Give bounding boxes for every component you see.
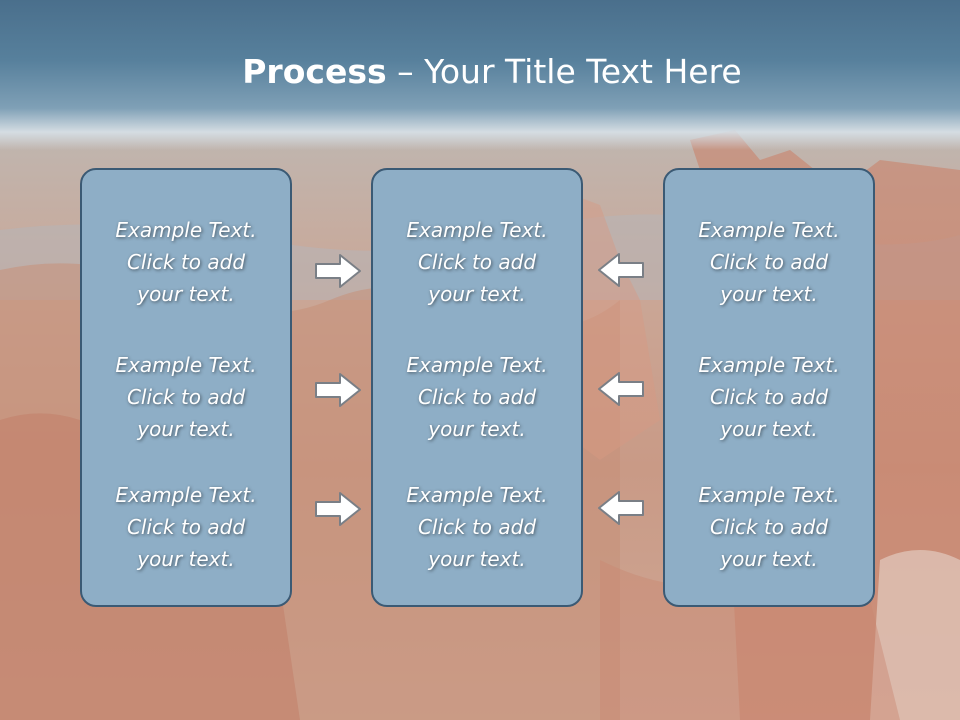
text-line: Example Text.: [406, 353, 548, 377]
text-line: Example Text.: [406, 218, 548, 242]
text-line: your text.: [720, 547, 818, 571]
text-line: your text.: [428, 417, 526, 441]
slide-title[interactable]: Process – Your Title Text Here: [0, 52, 960, 91]
text-line: your text.: [428, 282, 526, 306]
text-line: Example Text.: [115, 353, 257, 377]
title-rest: – Your Title Text Here: [386, 52, 742, 91]
text-block[interactable]: Example Text. Click to add your text.: [373, 349, 581, 445]
left-arrow-icon: [598, 372, 644, 406]
process-box-left[interactable]: Example Text. Click to add your text. Ex…: [80, 168, 292, 607]
right-arrow-icon: [315, 492, 361, 526]
text-block[interactable]: Example Text. Click to add your text.: [665, 214, 873, 310]
text-line: your text.: [720, 282, 818, 306]
text-line: Example Text.: [698, 483, 840, 507]
left-arrow-icon: [598, 253, 644, 287]
text-block[interactable]: Example Text. Click to add your text.: [373, 214, 581, 310]
text-block[interactable]: Example Text. Click to add your text.: [82, 479, 290, 575]
process-box-center[interactable]: Example Text. Click to add your text. Ex…: [371, 168, 583, 607]
text-line: Click to add: [709, 250, 829, 274]
text-line: Click to add: [126, 515, 246, 539]
text-line: Click to add: [126, 385, 246, 409]
process-box-right[interactable]: Example Text. Click to add your text. Ex…: [663, 168, 875, 607]
text-line: Click to add: [417, 385, 537, 409]
text-line: Click to add: [417, 515, 537, 539]
text-line: your text.: [137, 547, 235, 571]
left-arrow-icon: [598, 491, 644, 525]
text-line: Example Text.: [406, 483, 548, 507]
text-line: Click to add: [126, 250, 246, 274]
text-line: Example Text.: [115, 218, 257, 242]
text-line: Example Text.: [115, 483, 257, 507]
text-line: your text.: [720, 417, 818, 441]
text-line: your text.: [137, 417, 235, 441]
text-block[interactable]: Example Text. Click to add your text.: [665, 479, 873, 575]
text-block[interactable]: Example Text. Click to add your text.: [82, 214, 290, 310]
text-line: Example Text.: [698, 218, 840, 242]
text-line: Click to add: [417, 250, 537, 274]
text-line: your text.: [137, 282, 235, 306]
text-line: your text.: [428, 547, 526, 571]
text-block[interactable]: Example Text. Click to add your text.: [665, 349, 873, 445]
text-line: Click to add: [709, 515, 829, 539]
right-arrow-icon: [315, 373, 361, 407]
text-line: Example Text.: [698, 353, 840, 377]
title-bold: Process: [242, 52, 387, 91]
header-band: [0, 0, 960, 150]
text-block[interactable]: Example Text. Click to add your text.: [373, 479, 581, 575]
text-block[interactable]: Example Text. Click to add your text.: [82, 349, 290, 445]
text-line: Click to add: [709, 385, 829, 409]
right-arrow-icon: [315, 254, 361, 288]
